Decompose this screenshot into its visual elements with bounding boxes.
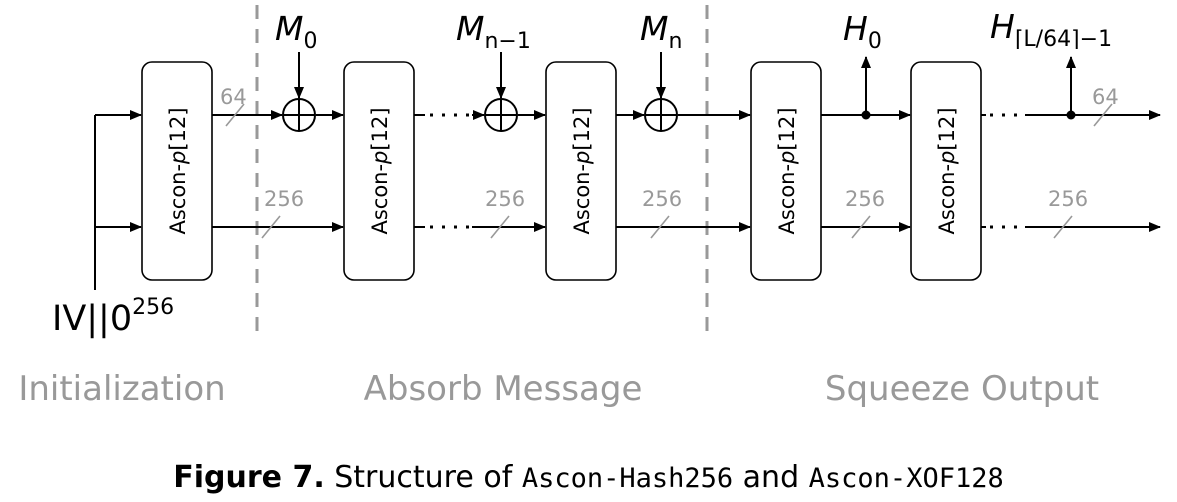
xor-node-mn [644, 52, 678, 132]
permutation-rounds: [12] [368, 107, 392, 150]
capacity-width-label: 256 [642, 187, 682, 211]
rate-width-label: 64 [1092, 85, 1119, 109]
permutation-rounds: [12] [570, 107, 594, 150]
width-slash [650, 215, 670, 239]
label-hlast: H⌈L/64⌉−1 [990, 7, 1112, 52]
permutation-rounds: [12] [935, 107, 959, 150]
label-m0: M0 [275, 9, 317, 54]
caption-text: Structure of [324, 460, 522, 495]
permutation-italic: p [368, 151, 392, 165]
permutation-italic: p [775, 151, 799, 165]
caption-name-xof: Ascon-XOF128 [808, 463, 1004, 494]
phase-absorb-message: Absorb Message [364, 369, 643, 409]
permutation-rounds: [12] [166, 107, 190, 150]
permutation-italic: p [570, 151, 594, 165]
width-slash [1093, 103, 1113, 127]
permutation-box-2: Ascon-p[12] [343, 61, 415, 281]
label-mn1: Mn−1 [456, 9, 531, 54]
output-tap-hlast [1066, 56, 1076, 120]
phase-squeeze-output: Squeeze Output [825, 369, 1099, 409]
iv-label: IV||0256 [52, 295, 174, 339]
svg-text:Ascon-p[12]: Ascon-p[12] [166, 107, 190, 234]
permutation-rounds: [12] [775, 107, 799, 150]
width-slash [490, 215, 510, 239]
width-slash [225, 103, 245, 127]
figure-caption: Figure 7. Structure of Ascon-Hash256 and… [0, 460, 1177, 495]
phase-initialization: Initialization [18, 369, 225, 409]
rate-width-label: 64 [220, 85, 247, 109]
permutation-box-5: Ascon-p[12] [910, 61, 982, 281]
permutation-name: Ascon- [775, 164, 799, 235]
figure-number: Figure 7. [173, 460, 325, 495]
permutation-box-4: Ascon-p[12] [750, 61, 822, 281]
width-slash [261, 215, 281, 239]
xor-node-m0 [282, 52, 316, 132]
permutation-italic: p [935, 151, 959, 165]
permutation-box-1: Ascon-p[12] [141, 61, 213, 281]
capacity-width-label: 256 [845, 187, 885, 211]
permutation-name: Ascon- [935, 164, 959, 235]
caption-text: and [733, 460, 809, 495]
permutation-box-3: Ascon-p[12] [545, 61, 617, 281]
label-h0: H0 [843, 9, 882, 54]
xor-node-mn1 [484, 52, 518, 132]
capacity-width-label: 256 [1048, 187, 1088, 211]
output-tap-h0 [861, 56, 871, 120]
permutation-name: Ascon- [368, 164, 392, 235]
width-slash [1053, 215, 1073, 239]
iv-input-wires [94, 110, 142, 290]
svg-text:Ascon-p[12]: Ascon-p[12] [775, 107, 799, 234]
label-mn: Mn [640, 9, 682, 54]
svg-text:Ascon-p[12]: Ascon-p[12] [368, 107, 392, 234]
svg-text:Ascon-p[12]: Ascon-p[12] [935, 107, 959, 234]
width-slash [851, 215, 871, 239]
caption-name-hash: Ascon-Hash256 [521, 463, 734, 494]
permutation-name: Ascon- [166, 164, 190, 235]
permutation-name: Ascon- [570, 164, 594, 235]
svg-text:Ascon-p[12]: Ascon-p[12] [570, 107, 594, 234]
permutation-italic: p [166, 151, 190, 165]
ascon-structure-diagram: Ascon-p[12] Ascon-p[12] Ascon-p[12] Asco… [18, 5, 1161, 409]
capacity-width-label: 256 [485, 187, 525, 211]
capacity-width-label: 256 [264, 187, 304, 211]
